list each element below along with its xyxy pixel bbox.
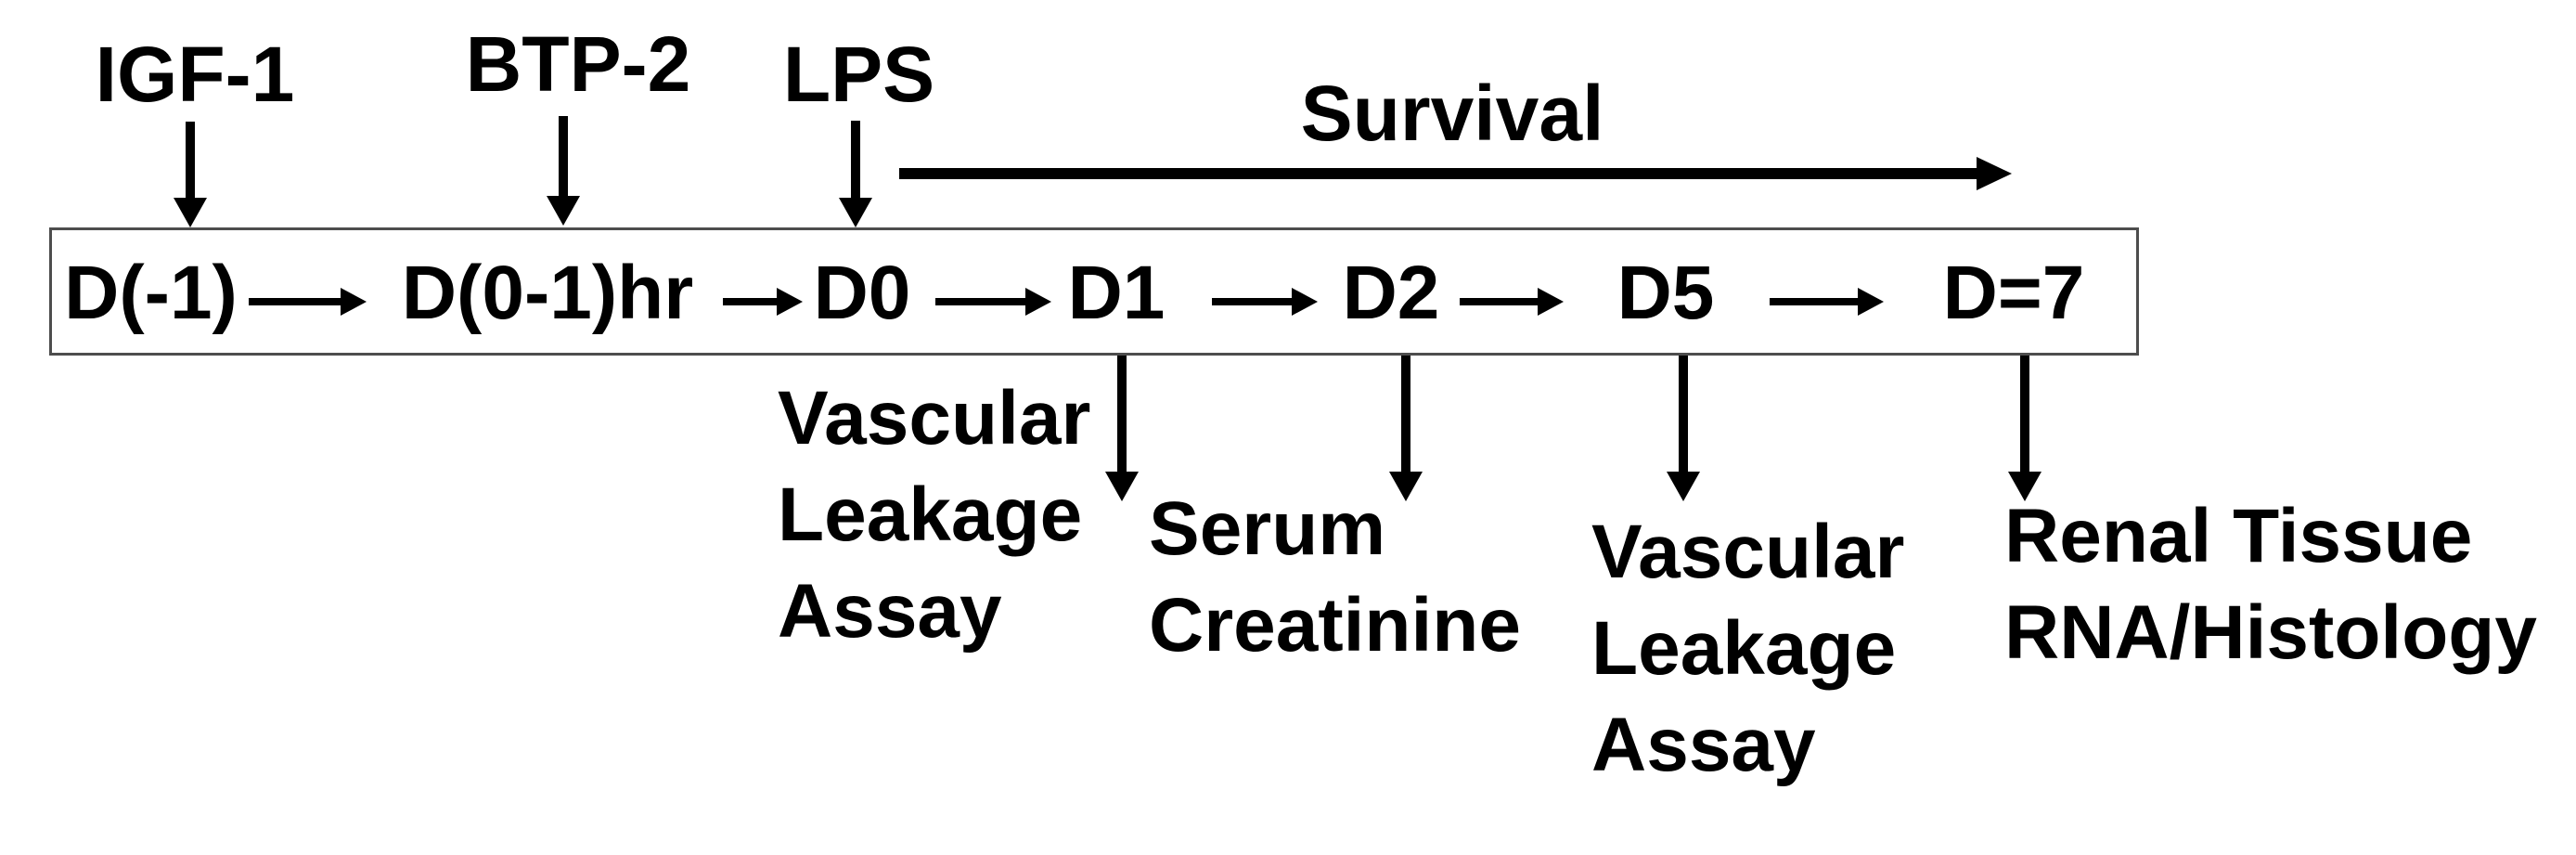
flow-arrow-icon-3: [935, 298, 1025, 305]
d1-assessment-down-arrow-icon: [1117, 356, 1127, 472]
btp2-down-arrow-icon: [559, 116, 568, 196]
flow-arrow-icon-6: [1770, 298, 1858, 305]
intervention-label-lps: LPS: [782, 31, 935, 118]
timeline-day-d2: D2: [1342, 251, 1440, 335]
flow-arrow-icon-5: [1460, 298, 1538, 305]
timeline-day-d0-1hr: D(0-1)hr: [401, 251, 694, 335]
assessment-label-vascular-leakage-assay-d5: Vascular Leakage Assay: [1591, 510, 1905, 788]
assessment-label-renal-tissue-rna-histology-d7: Renal Tissue RNA/Histology: [2004, 494, 2537, 676]
survival-right-arrow-icon: [899, 168, 1977, 179]
timeline-day-d7: D=7: [1942, 251, 2085, 335]
d7-assessment-down-arrow-icon: [2020, 356, 2029, 472]
lps-down-arrow-icon: [851, 121, 860, 198]
flow-arrow-icon-2: [723, 298, 777, 305]
intervention-label-igf1: IGF-1: [95, 31, 295, 118]
timeline-day-d-minus-1: D(-1): [64, 251, 238, 335]
intervention-label-btp2: BTP-2: [465, 20, 691, 108]
assessment-label-vascular-leakage-assay-d1: Vascular Leakage Assay: [778, 376, 1091, 654]
flow-arrow-icon-4: [1212, 298, 1292, 305]
survival-label: Survival: [1300, 70, 1604, 157]
timeline-day-d5: D5: [1616, 251, 1715, 335]
timeline-day-d0: D0: [813, 251, 911, 335]
d5-assessment-down-arrow-icon: [1679, 356, 1688, 472]
assessment-label-serum-creatinine-d2: Serum Creatinine: [1149, 486, 1521, 668]
d2-assessment-down-arrow-icon: [1401, 356, 1410, 472]
igf1-down-arrow-icon: [186, 122, 195, 198]
timeline-box: [49, 227, 2139, 356]
flow-arrow-icon-1: [249, 298, 341, 305]
timeline-day-d1: D1: [1067, 251, 1166, 335]
